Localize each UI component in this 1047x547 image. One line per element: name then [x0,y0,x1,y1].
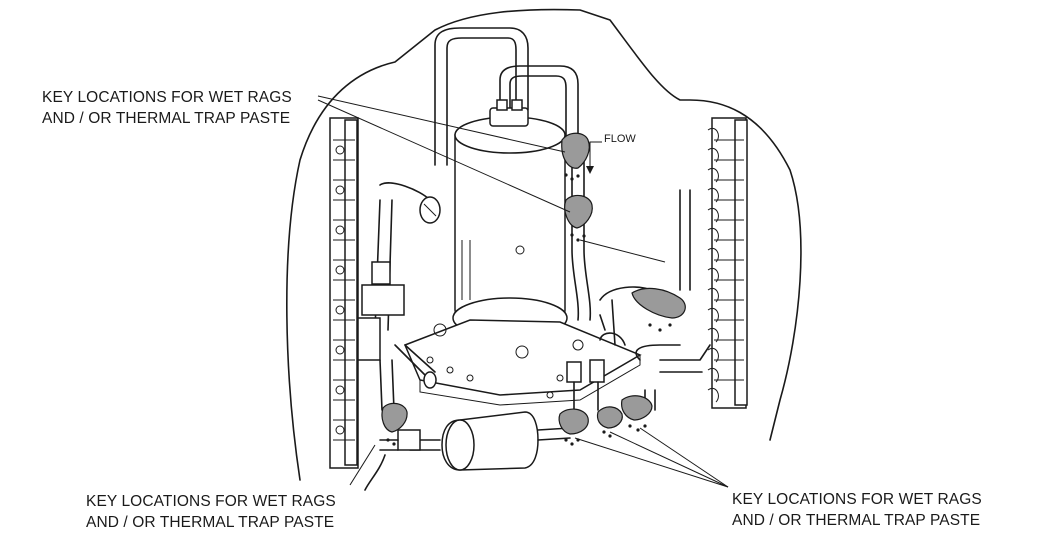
cabinet-outline [286,8,802,481]
callout-bottom-left: KEY LOCATIONS FOR WET RAGS AND / OR THER… [86,491,336,533]
leader-lines [317,95,729,488]
callout-bottom-right-line2: AND / OR THERMAL TRAP PASTE [732,512,981,529]
schrader-valve [566,361,582,383]
wet-rag-bottom-2 [596,406,623,438]
right-coil [707,117,748,409]
wet-rag-right [631,287,686,332]
service-valve [357,261,437,411]
compressor [452,99,568,339]
flow-arrow-icon [586,141,602,174]
callout-top-line2: AND / OR THERMAL TRAP PASTE [42,110,291,127]
upper-tube-loop [434,27,529,166]
callout-bottom-left-line2: AND / OR THERMAL TRAP PASTE [86,514,335,531]
callout-bottom-right: KEY LOCATIONS FOR WET RAGS AND / OR THER… [732,489,982,531]
filter-drier [364,411,571,491]
wet-rag-upper-2 [564,194,593,242]
wet-rag-bottom-3 [621,395,653,432]
callout-top: KEY LOCATIONS FOR WET RAGS AND / OR THER… [42,87,292,129]
left-coil [329,117,359,469]
callout-bottom-left-line1: KEY LOCATIONS FOR WET RAGS [86,493,336,510]
flow-label: FLOW [604,133,636,145]
wet-rag-bottom-1 [558,408,589,446]
callout-bottom-right-line1: KEY LOCATIONS FOR WET RAGS [732,491,982,508]
discharge-line [571,149,592,321]
callout-top-line1: KEY LOCATIONS FOR WET RAGS [42,89,292,106]
wet-rag-upper-1 [561,132,590,181]
wet-rag-bottom-left [381,402,408,446]
